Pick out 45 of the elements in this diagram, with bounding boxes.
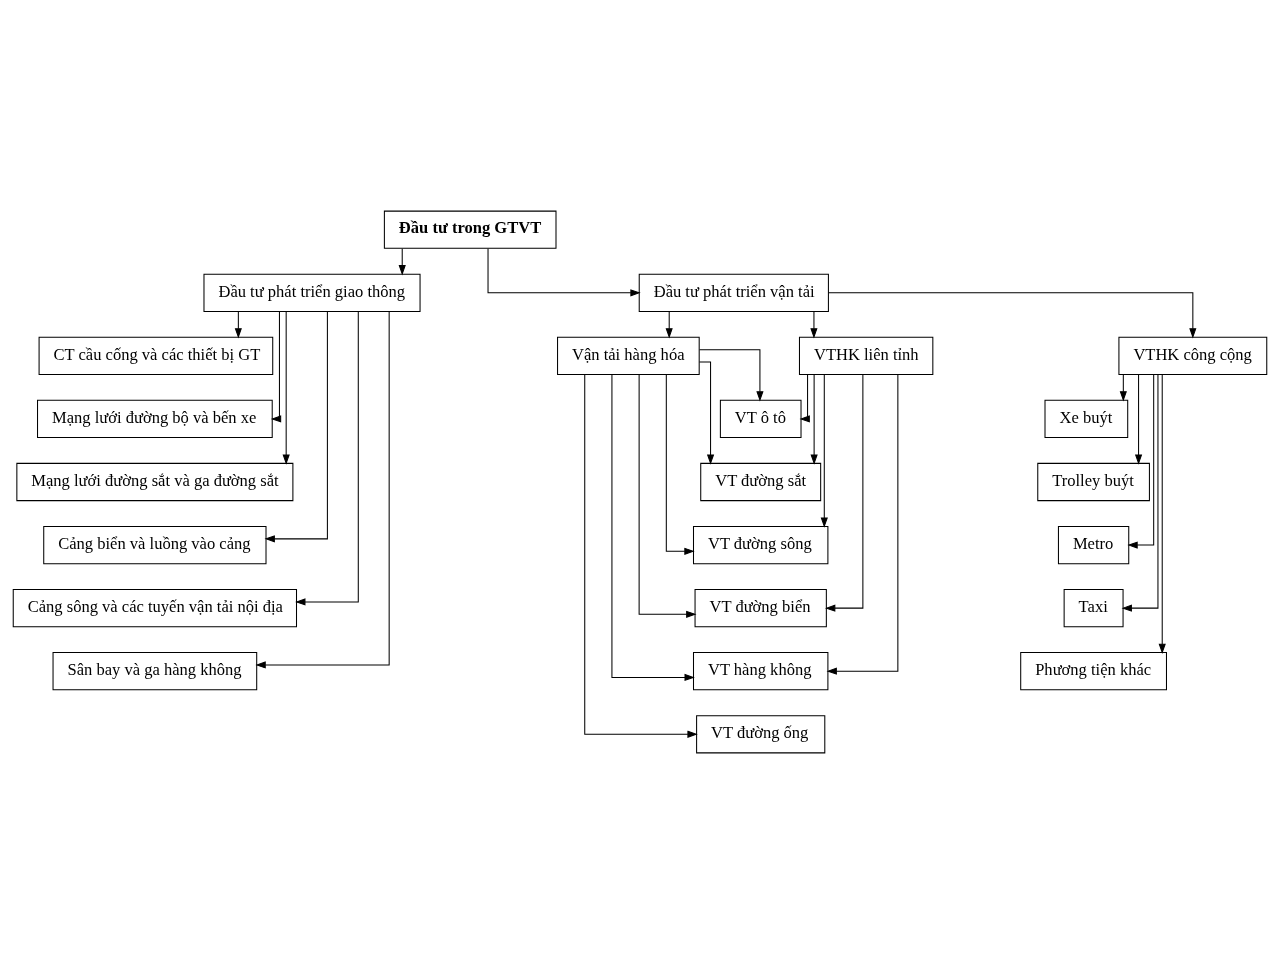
arrow [487, 248, 641, 297]
node-box: Xe buýt [1044, 399, 1129, 439]
arrow [295, 311, 359, 606]
node-box: VT ô tô [719, 399, 802, 439]
node-box: Mạng lưới đường sắt và ga đường sắt [16, 462, 294, 502]
node-box: VTHK liên tỉnh [798, 336, 934, 375]
arrow [799, 374, 810, 423]
arrow [820, 374, 828, 528]
arrow [584, 374, 698, 738]
arrow [611, 374, 695, 681]
arrow [826, 374, 899, 675]
arrow [1158, 374, 1166, 655]
arrow [810, 373, 818, 465]
node-box: VT đường biển [694, 589, 827, 628]
node-box: VT hàng không [693, 652, 829, 691]
arrow [828, 292, 1197, 339]
node-box: VTHK công cộng [1118, 336, 1268, 375]
node-box: Mạng lưới đường bộ và bến xe [37, 399, 273, 439]
arrow [255, 311, 390, 669]
node-box: VT đường sắt [700, 462, 822, 502]
node-box: CT cầu cống và các thiết bị GT [38, 336, 274, 375]
node-box: Taxi [1063, 589, 1124, 628]
arrow [638, 374, 697, 618]
node-box: Cảng sông và các tuyến vận tải nội địa [12, 589, 298, 628]
node-box: VT đường sông [693, 525, 829, 565]
node-box: Đầu tư phát triển vận tải [638, 273, 829, 312]
node-box: Sân bay và ga hàng không [52, 652, 258, 691]
arrow [698, 361, 715, 465]
arrow [810, 311, 818, 339]
node-box: Đầu tư phát triển giao thông [203, 273, 421, 312]
arrow [264, 311, 328, 543]
arrow [699, 349, 764, 402]
arrow [825, 374, 864, 612]
node-box: Metro [1057, 525, 1130, 565]
arrow [1134, 373, 1143, 465]
arrow [270, 310, 282, 423]
node-box: Đầu tư trong GTVT [383, 210, 557, 249]
node-box: VT đường ống [696, 715, 826, 754]
arrow [665, 374, 695, 555]
node-box: Cảng biển và luồng vào cảng [43, 525, 267, 565]
node-box: Vận tải hàng hóa [557, 336, 700, 375]
arrow [1127, 374, 1155, 549]
arrow [282, 311, 290, 465]
node-box: Trolley buýt [1037, 462, 1150, 502]
node-box: Phương tiện khác [1020, 652, 1167, 691]
